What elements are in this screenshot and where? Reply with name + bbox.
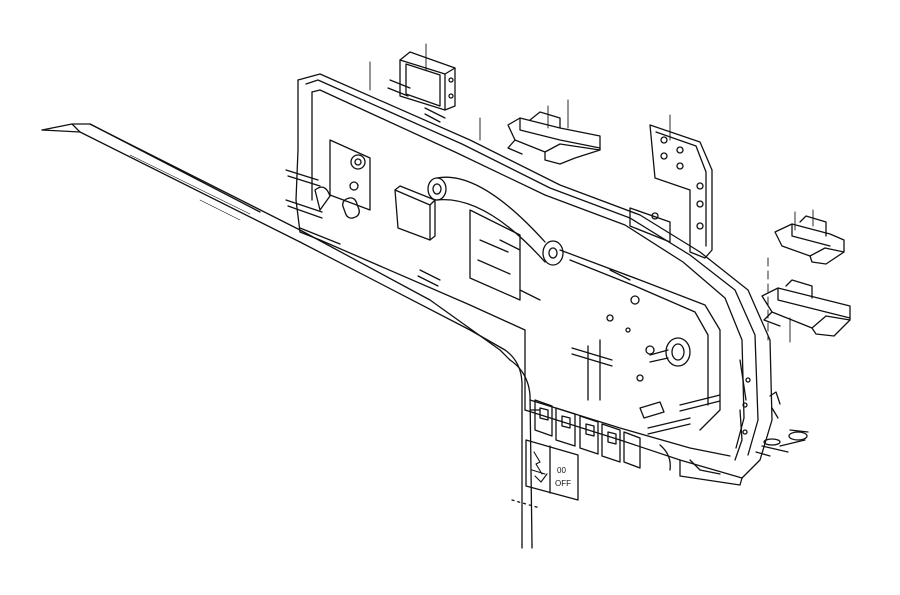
switch-label-on: 00 — [557, 466, 566, 475]
upper-left-bracket — [369, 43, 456, 123]
switch-plate: 00 OFF — [525, 439, 579, 501]
right-bracket — [629, 114, 713, 259]
right-clip-upper — [774, 209, 845, 265]
trim-strip — [41, 123, 541, 549]
right-clip-lower — [761, 257, 851, 343]
upper-clip — [479, 99, 601, 165]
switch-label-off: OFF — [555, 479, 571, 488]
instrument-panel-frame — [285, 73, 773, 486]
small-fastener-parts — [755, 391, 809, 457]
